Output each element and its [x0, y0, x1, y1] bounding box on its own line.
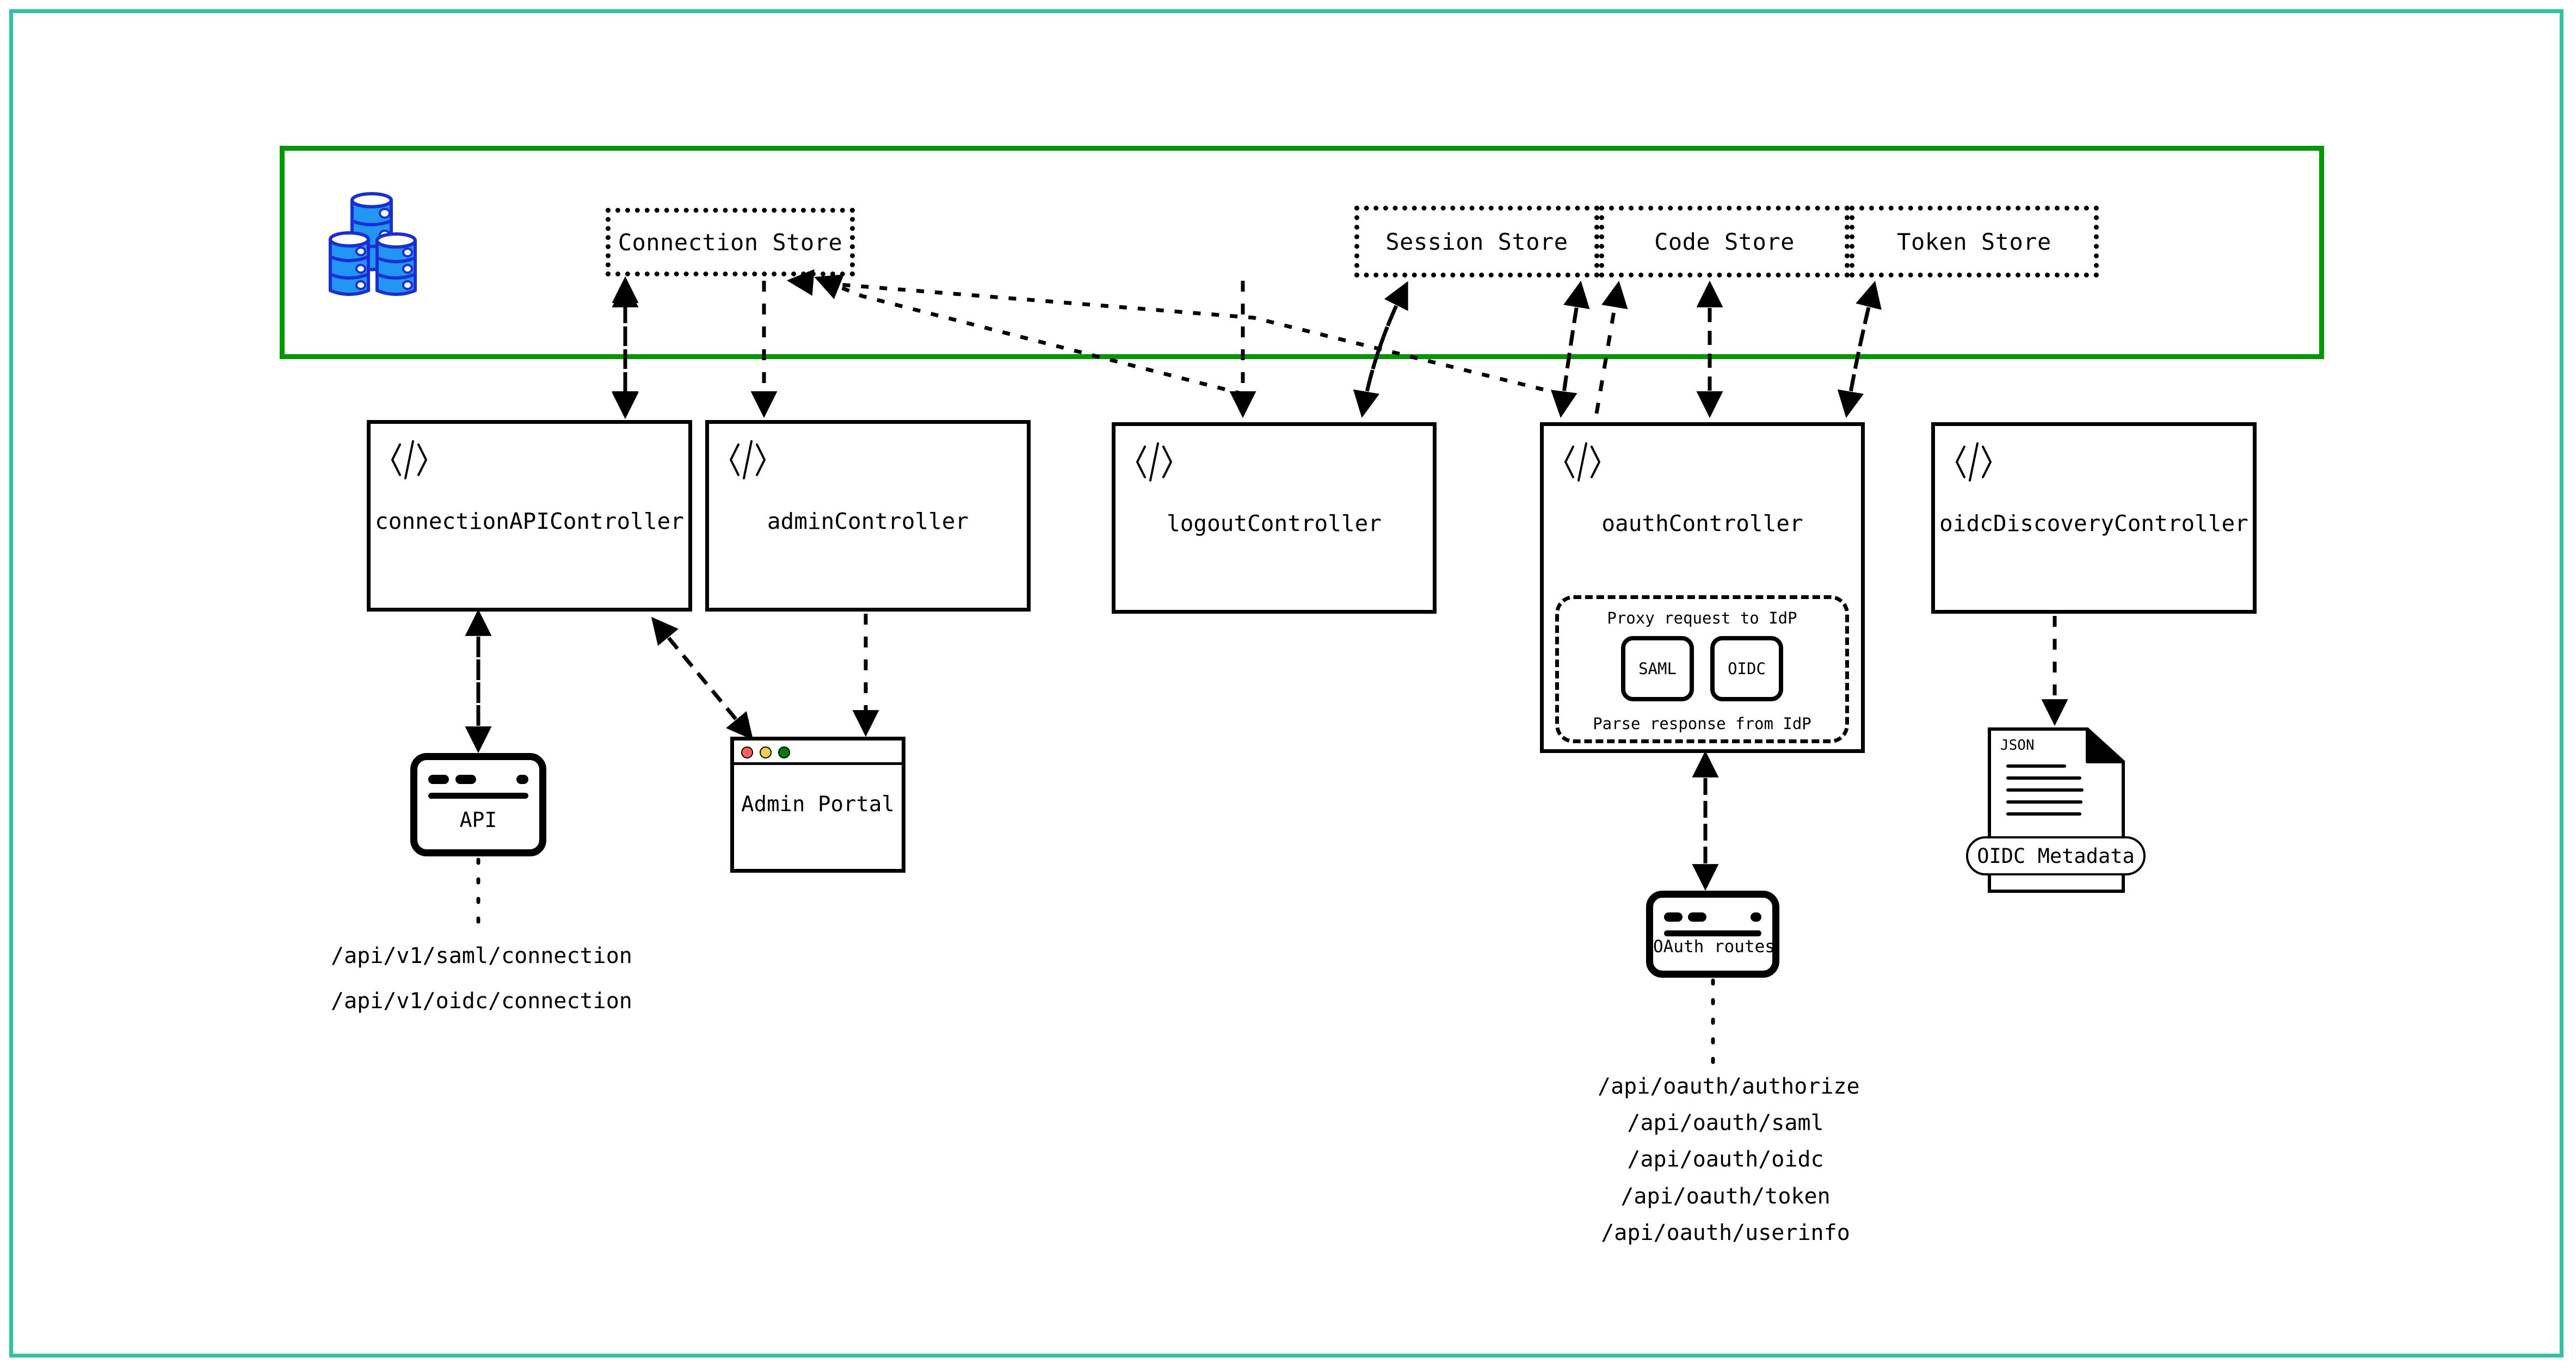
controller-label: logoutController: [1167, 510, 1382, 536]
titlebar-dot: [516, 775, 528, 784]
controller-label: oidcDiscoveryController: [1939, 510, 2248, 536]
route-item: /api/oauth/oidc: [1627, 1147, 1824, 1172]
window-titlebar: [428, 770, 528, 792]
parse-response-label: Parse response from IdP: [1593, 714, 1811, 733]
titlebar-rule: [428, 793, 528, 799]
titlebar-pill: [1664, 912, 1683, 922]
code-icon: [1134, 439, 1174, 485]
controller-admin[interactable]: adminController: [705, 420, 1031, 612]
proxy-idp-group: Proxy request to IdP SAML OIDC Parse res…: [1555, 595, 1849, 743]
admin-portal-title: Admin Portal: [741, 792, 895, 817]
route-item: /api/oauth/saml: [1627, 1110, 1824, 1136]
titlebar-pill: [1688, 912, 1706, 922]
titlebar-dot: [1751, 912, 1761, 922]
store-token-store[interactable]: Token Store: [1850, 206, 2099, 277]
window-titlebar: [1664, 908, 1761, 929]
store-code-store[interactable]: Code Store: [1599, 206, 1850, 277]
window-titlebar: [734, 740, 902, 765]
code-icon: [389, 437, 429, 483]
traffic-light-close[interactable]: [741, 746, 753, 758]
titlebar-rule: [1664, 930, 1761, 936]
route-item: /api/oauth/authorize: [1598, 1074, 1860, 1099]
route-item: /api/oauth/token: [1620, 1183, 1831, 1209]
titlebar-pill: [428, 775, 449, 784]
controller-label: adminController: [767, 508, 969, 534]
admin-portal-window[interactable]: Admin Portal: [730, 737, 905, 873]
api-window-icon[interactable]: API: [410, 753, 546, 856]
store-connection-store[interactable]: Connection Store: [606, 208, 855, 276]
traffic-light-minimize[interactable]: [760, 746, 772, 758]
oauth-routes-list: /api/oauth/authorize /api/oauth/saml /ap…: [1598, 1069, 1860, 1251]
store-session-store[interactable]: Session Store: [1354, 206, 1599, 277]
route-item: /api/oauth/userinfo: [1601, 1220, 1850, 1245]
oauth-routes-title: OAuth routes: [1653, 937, 1775, 956]
controller-label: oauthController: [1601, 510, 1803, 536]
code-icon: [1562, 439, 1603, 485]
idp-chip-oidc[interactable]: OIDC: [1710, 636, 1783, 701]
traffic-light-maximize[interactable]: [778, 746, 790, 758]
controller-label: connectionAPIController: [375, 508, 684, 534]
controller-logout[interactable]: logoutController: [1112, 422, 1437, 614]
route-item: /api/v1/oidc/connection: [331, 989, 632, 1014]
oidc-metadata-label: OIDC Metadata: [1966, 836, 2146, 875]
route-item: /api/v1/saml/connection: [331, 943, 632, 968]
controller-oidc-discovery[interactable]: oidcDiscoveryController: [1931, 422, 2257, 614]
oauth-routes-window-icon[interactable]: OAuth routes: [1646, 891, 1779, 978]
code-icon: [1953, 439, 1994, 485]
controller-connection-api[interactable]: connectionAPIController: [367, 420, 692, 612]
database-stack-icon: [321, 187, 451, 304]
proxy-request-label: Proxy request to IdP: [1607, 609, 1797, 627]
code-icon: [728, 437, 768, 483]
api-window-title: API: [459, 808, 497, 832]
svg-text:JSON: JSON: [2000, 737, 2035, 754]
titlebar-pill: [455, 775, 476, 784]
canvas-frame: Connection Store Session Store Code Stor…: [9, 9, 2563, 1357]
idp-chip-saml[interactable]: SAML: [1621, 636, 1694, 701]
connection-routes-list: /api/v1/saml/connection /api/v1/oidc/con…: [331, 938, 632, 1020]
